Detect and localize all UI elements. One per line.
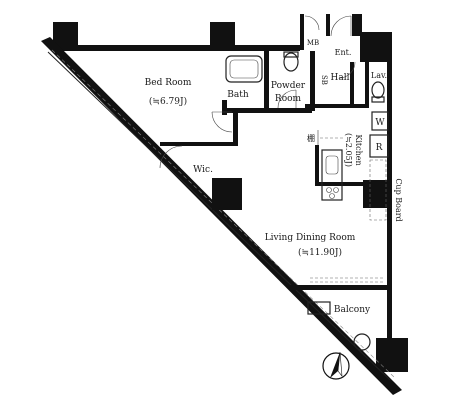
shelf-label: 棚 [307, 133, 315, 143]
kitchen-area: (≒2.05J) [344, 133, 353, 167]
powder-room-label-1: Powder [271, 81, 306, 91]
hall-label: Hall [331, 73, 350, 83]
mb-label: MB [307, 39, 319, 47]
living-dining-room-area: (≒11.90J) [298, 247, 342, 258]
lav-label: Lav. [371, 71, 387, 80]
wic-label: Wic. [193, 165, 213, 175]
r-label: R [376, 143, 383, 153]
living-dining-room-label: Living Dining Room [265, 233, 356, 243]
ent-label: Ent. [335, 48, 352, 57]
powder-room-label-2: Room [275, 94, 302, 104]
bed-room-area: (≒6.79J) [149, 96, 187, 107]
sb-label: SB [320, 75, 328, 85]
cup-board-label: Cup Board [394, 178, 403, 221]
north-arrow-icon [322, 351, 350, 380]
walls [41, 14, 408, 395]
balcony-label: Balcony [334, 305, 371, 315]
kitchen-label: Kitchen [354, 134, 363, 165]
bed-room-label: Bed Room [145, 78, 192, 88]
w-label: W [375, 118, 385, 128]
fixtures [159, 15, 389, 351]
bath-label: Bath [227, 90, 249, 100]
